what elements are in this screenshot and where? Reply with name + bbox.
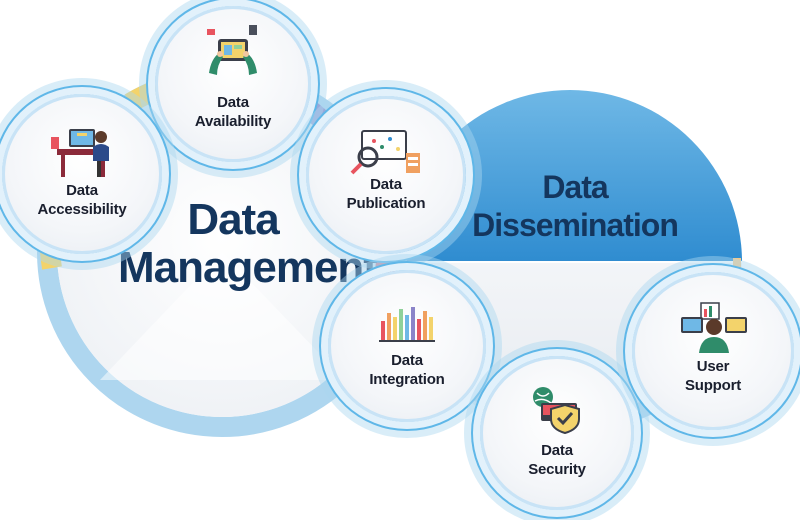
node-user-support: User Support xyxy=(632,272,794,430)
shield-lock-icon xyxy=(533,387,580,435)
magnifier-board-icon xyxy=(350,130,420,175)
management-title-line2: Management xyxy=(118,243,378,292)
dissemination-title: Data Dissemination xyxy=(470,168,680,244)
node-data-publication: Data Publication xyxy=(306,96,466,254)
node-data-availability: Data Availability xyxy=(155,6,311,162)
node-data-accessibility: Data Accessibility xyxy=(2,94,162,254)
accent-purple xyxy=(301,100,334,132)
node-data-security-label: Data Security xyxy=(528,442,586,478)
dissemination-title-line2: Dissemination xyxy=(472,207,679,243)
node-data-availability-label: Data Availability xyxy=(194,94,272,130)
dissemination-upper-half xyxy=(398,90,742,262)
tablet-hands-icon xyxy=(207,25,257,75)
accent-red xyxy=(375,259,396,274)
node-data-integration-label: Data Integration xyxy=(369,352,445,388)
bar-chart-icon xyxy=(379,307,435,342)
desk-worker-icon xyxy=(51,129,109,177)
node-data-publication-label: Data Publication xyxy=(346,176,426,212)
node-user-support-label: User Support xyxy=(684,358,742,394)
node-data-accessibility-label: Data Accessibility xyxy=(37,182,127,218)
node-data-security: Data Security xyxy=(480,356,634,510)
accent-yellow-top xyxy=(124,80,161,112)
accent-yellow-left xyxy=(40,249,62,270)
management-title-line1: Data xyxy=(187,195,279,244)
management-title: Data Management xyxy=(118,195,378,292)
support-agent-icon xyxy=(681,302,747,353)
node-data-integration: Data Integration xyxy=(328,270,486,422)
dissemination-title-line1: Data xyxy=(542,169,608,205)
